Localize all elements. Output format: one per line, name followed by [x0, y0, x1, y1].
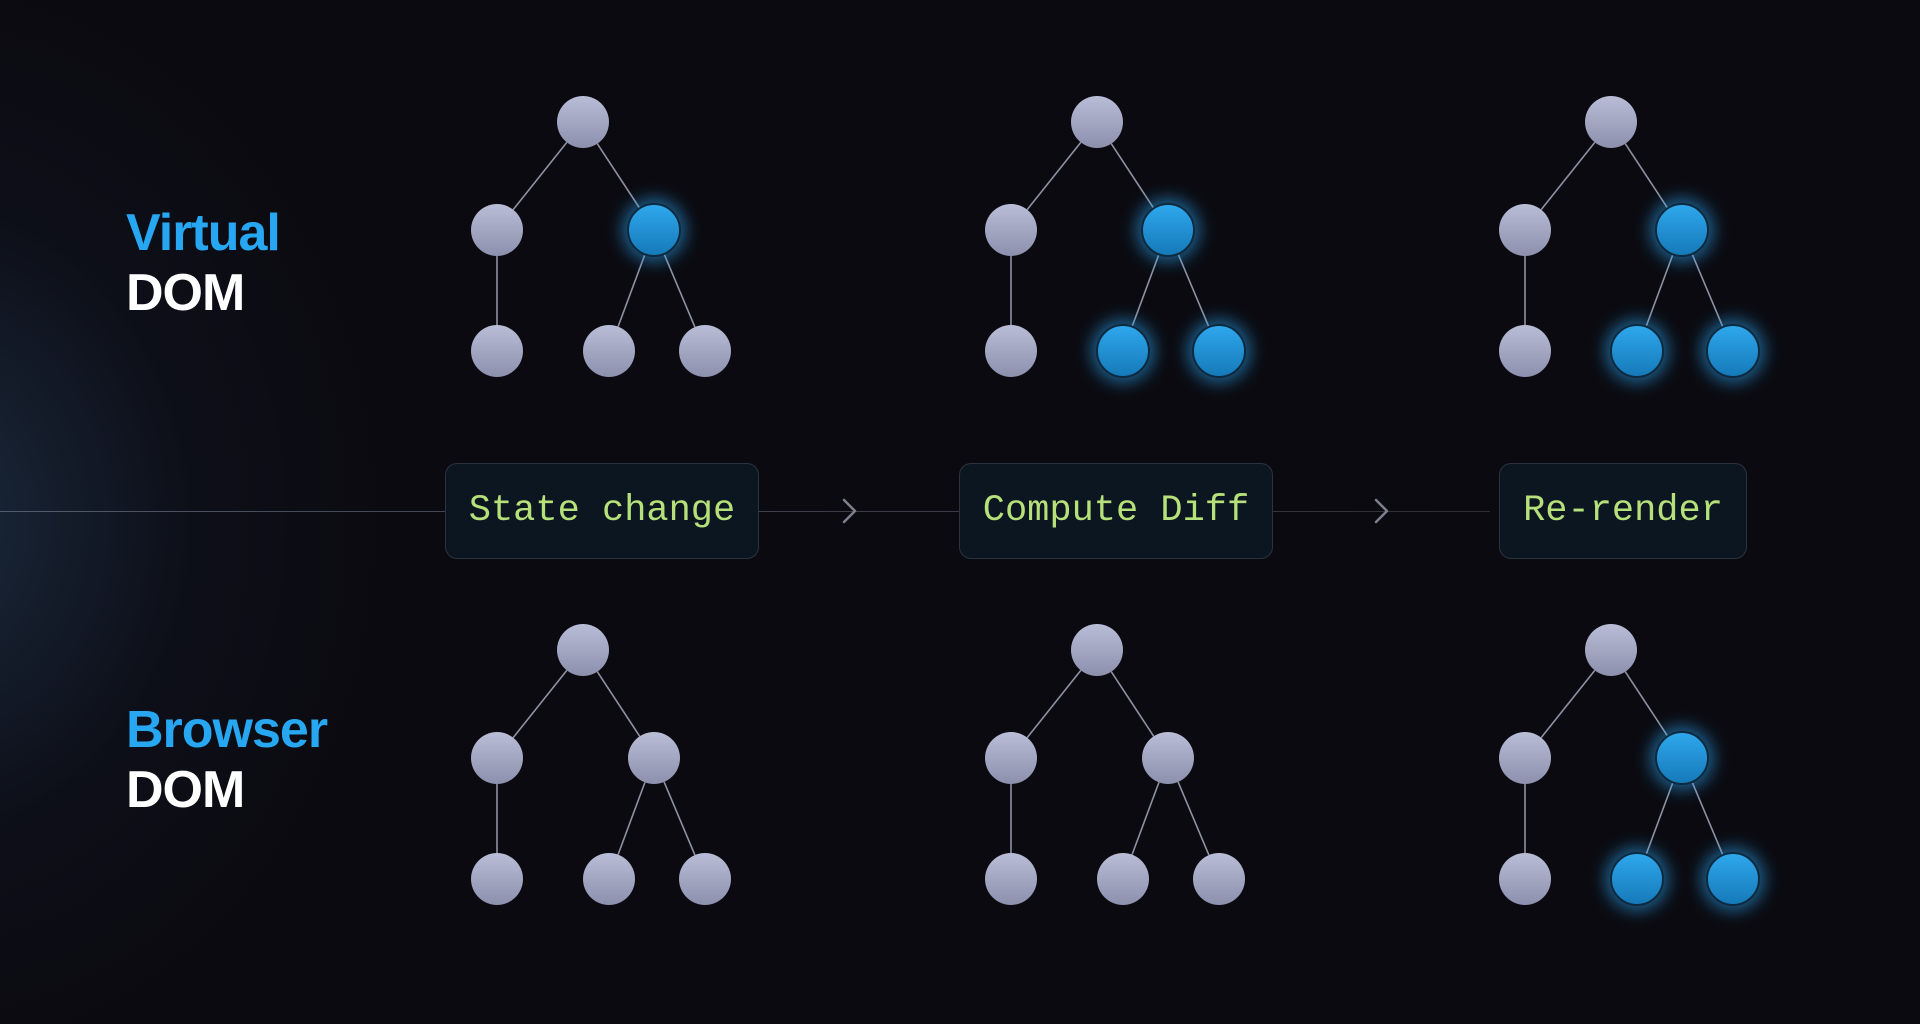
stage-state-change: State change: [445, 463, 759, 559]
tree-edge: [663, 781, 696, 856]
tree-edge: [617, 782, 646, 855]
tree-node-child-left: [471, 204, 523, 256]
browser-label-accent: Browser: [126, 701, 328, 759]
virtual-label-accent: Virtual: [126, 204, 281, 262]
tree-node-child-right: [1142, 732, 1194, 784]
tree-edge: [1540, 141, 1596, 211]
browser-dom-label: Browser DOM: [126, 700, 328, 820]
chevron-right-icon: [842, 498, 857, 524]
highlighted-node-child-right: [627, 203, 681, 257]
virtual-label-plain: DOM: [126, 264, 245, 322]
highlighted-node-grandchild-middle: [1096, 324, 1150, 378]
tree-node-grandchild-left: [1499, 853, 1551, 905]
highlighted-node-grandchild-right: [1706, 324, 1760, 378]
browser-tree-stage-2: [985, 624, 1245, 905]
tree-edge: [1177, 253, 1210, 328]
highlighted-node-grandchild-right: [1192, 324, 1246, 378]
browser-tree-stage-1: [471, 624, 731, 905]
highlighted-node-grandchild-middle: [1610, 324, 1664, 378]
tree-node-grandchild-middle: [583, 325, 635, 377]
tree-edge: [663, 253, 696, 328]
tree-edge: [1110, 671, 1155, 737]
tree-node-child-left: [1499, 204, 1551, 256]
tree-edge: [1026, 141, 1082, 211]
highlighted-node-child-right: [1655, 203, 1709, 257]
tree-edge: [1540, 669, 1596, 739]
tree-edge: [596, 671, 641, 737]
tree-node-root: [1071, 624, 1123, 676]
tree-edge: [1645, 254, 1674, 327]
tree-edge: [596, 143, 641, 209]
tree-node-root: [1585, 96, 1637, 148]
tree-node-root: [1071, 96, 1123, 148]
virtual-tree-stage-2: [985, 96, 1251, 383]
tree-edge: [1624, 671, 1669, 737]
virtual-tree-stage-3: [1499, 96, 1765, 383]
tree-edge: [512, 141, 568, 211]
stage-re-render: Re-render: [1499, 463, 1747, 559]
tree-edge: [1026, 669, 1082, 739]
tree-edge: [1624, 143, 1669, 209]
tree-node-grandchild-right: [679, 325, 731, 377]
tree-node-child-right: [628, 732, 680, 784]
tree-edge: [1131, 254, 1160, 327]
tree-node-grandchild-left: [471, 853, 523, 905]
tree-node-child-left: [985, 732, 1037, 784]
tree-edge: [1131, 782, 1160, 855]
tree-node-grandchild-right: [1193, 853, 1245, 905]
tree-edge: [1110, 143, 1155, 209]
tree-edge: [1177, 781, 1210, 856]
tree-node-grandchild-left: [1499, 325, 1551, 377]
virtual-tree-stage-1: [471, 96, 731, 377]
tree-node-grandchild-middle: [583, 853, 635, 905]
highlighted-node-child-right: [1655, 731, 1709, 785]
tree-node-grandchild-middle: [1097, 853, 1149, 905]
tree-node-child-left: [985, 204, 1037, 256]
tree-node-grandchild-right: [679, 853, 731, 905]
browser-tree-stage-3: [1499, 624, 1765, 911]
tree-node-grandchild-left: [471, 325, 523, 377]
tree-node-root: [1585, 624, 1637, 676]
chevron-right-icon: [1374, 498, 1389, 524]
browser-label-plain: DOM: [126, 761, 245, 819]
tree-edge: [512, 669, 568, 739]
tree-node-child-left: [1499, 732, 1551, 784]
highlighted-node-child-right: [1141, 203, 1195, 257]
tree-edge: [1691, 253, 1724, 328]
tree-edge: [1645, 782, 1674, 855]
tree-node-grandchild-left: [985, 325, 1037, 377]
tree-node-root: [557, 624, 609, 676]
tree-node-grandchild-left: [985, 853, 1037, 905]
stage-compute-diff: Compute Diff: [959, 463, 1273, 559]
tree-edge: [617, 254, 646, 327]
tree-node-child-left: [471, 732, 523, 784]
highlighted-node-grandchild-middle: [1610, 852, 1664, 906]
tree-node-root: [557, 96, 609, 148]
virtual-dom-label: Virtual DOM: [126, 203, 281, 323]
tree-edge: [1691, 781, 1724, 856]
highlighted-node-grandchild-right: [1706, 852, 1760, 906]
